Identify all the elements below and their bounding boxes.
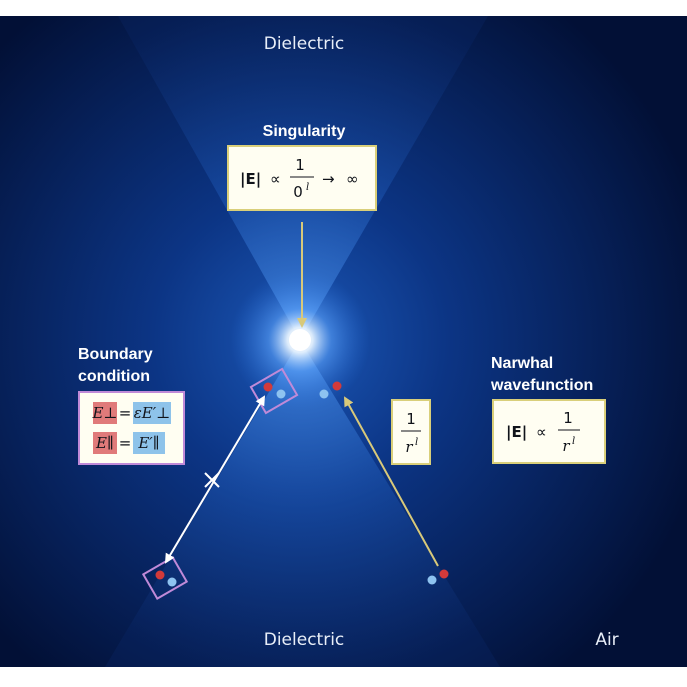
red-dot-lower-right bbox=[439, 569, 449, 579]
narwhal-title-line1: Narwhal bbox=[491, 355, 553, 372]
perp-rhs-tag bbox=[133, 402, 171, 424]
singularity-prop: ∝ bbox=[270, 170, 281, 188]
label-dielectric-top: Dielectric bbox=[264, 34, 345, 54]
boundary-marker-lower bbox=[141, 556, 189, 600]
par-lhs-tag bbox=[93, 432, 117, 454]
boundary-equation-box: E⊥ = εE′⊥ E∥ = E′∥ bbox=[78, 391, 185, 465]
perp-eq: = bbox=[119, 404, 132, 422]
narwhal-title-line2: wavefunction bbox=[490, 377, 593, 394]
singularity-den: 0 bbox=[293, 183, 303, 201]
singularity-title: Singularity bbox=[263, 123, 346, 140]
decay-arrow bbox=[344, 396, 439, 567]
decay-num: 1 bbox=[406, 410, 416, 428]
par-rhs: E′∥ bbox=[137, 434, 159, 452]
singularity-arrow: → bbox=[322, 170, 335, 188]
decay-den: r bbox=[405, 438, 413, 456]
decay-den-sup: l bbox=[415, 437, 418, 448]
narwhal-den-sup: l bbox=[572, 436, 575, 447]
narwhal-den: r bbox=[562, 437, 570, 455]
blue-dot-upper-right bbox=[319, 389, 329, 399]
blue-dot-lower-right bbox=[427, 575, 437, 585]
perp-rhs: εE′⊥ bbox=[134, 404, 171, 422]
par-lhs: E∥ bbox=[95, 434, 114, 452]
singularity-den-sup: l bbox=[306, 182, 309, 193]
singularity-num: 1 bbox=[295, 156, 305, 174]
label-air: Air bbox=[595, 630, 618, 650]
cross-mark bbox=[204, 472, 220, 488]
boundary-title-line2: condition bbox=[78, 368, 150, 385]
singularity-equation-box: |E| ∝ 1 0 l → ∞ bbox=[227, 145, 377, 211]
singularity-lhs: |E| bbox=[240, 170, 261, 189]
red-dot bbox=[263, 382, 273, 392]
par-eq: = bbox=[119, 434, 132, 452]
boundary-title-line1: Boundary bbox=[78, 346, 153, 363]
narwhal-num: 1 bbox=[563, 409, 573, 427]
boundary-link-arrow bbox=[164, 395, 266, 564]
par-rhs-tag bbox=[133, 432, 165, 454]
singularity-core bbox=[289, 329, 311, 351]
blue-dot bbox=[276, 389, 286, 399]
narwhal-prop: ∝ bbox=[536, 423, 547, 441]
blue-dot bbox=[167, 577, 177, 587]
dielectric-bottom-cone bbox=[105, 340, 500, 667]
narwhal-equation-box: |E| ∝ 1 r l bbox=[492, 399, 606, 464]
perp-lhs-tag bbox=[93, 402, 117, 424]
narwhal-lhs: |E| bbox=[506, 423, 527, 442]
decay-label-box: 1 r l bbox=[391, 399, 431, 465]
perp-lhs: E⊥ bbox=[91, 404, 117, 422]
singularity-result: ∞ bbox=[346, 170, 359, 188]
label-dielectric-bottom: Dielectric bbox=[264, 630, 345, 650]
red-dot-upper-right bbox=[332, 381, 342, 391]
red-dot bbox=[155, 570, 165, 580]
